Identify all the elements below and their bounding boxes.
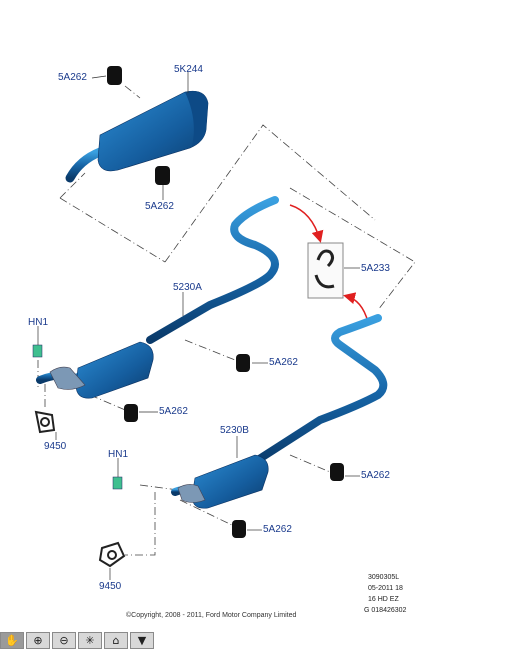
gasket-part: [34, 410, 126, 568]
callout-5k244: 5K244: [174, 64, 203, 75]
front-pipe-5230a-part: [36, 196, 279, 384]
callout-hn1: HN1: [108, 449, 129, 460]
zoom-out-icon[interactable]: ⊖: [52, 632, 76, 649]
viewer-toolbar: ✋ ⊕ ⊖ ✳ ⌂ ▼: [0, 632, 154, 650]
dropdown-icon[interactable]: ▼: [130, 632, 154, 649]
callout-5a262: 5A262: [269, 357, 298, 368]
callout-5a262: 5A262: [145, 201, 174, 212]
rubber-mount-part: [107, 66, 170, 185]
figure-version: 16 HD EZ: [368, 596, 399, 603]
callout-hn1: HN1: [28, 317, 49, 328]
callout-5a233: 5A233: [361, 263, 390, 274]
hn1-nut-part: [32, 344, 123, 490]
zoom-in-icon[interactable]: ⊕: [26, 632, 50, 649]
hanger-clip-part: [307, 242, 344, 299]
leader-lines: [37, 72, 360, 580]
pan-hand-icon[interactable]: ✋: [0, 632, 24, 649]
callout-5a262: 5A262: [159, 406, 188, 417]
fit-view-icon[interactable]: ✳: [78, 632, 102, 649]
rubber-mount-part: [124, 354, 250, 422]
callout-5a262: 5A262: [361, 470, 390, 481]
callout-5230b: 5230B: [220, 425, 249, 436]
home-icon[interactable]: ⌂: [104, 632, 128, 649]
figure-id: G 018426302: [364, 607, 407, 614]
front-pipe-5230b-part: [171, 314, 388, 496]
figure-code: 3090305L: [368, 574, 400, 581]
exhaust-system-diagram: [32, 66, 416, 580]
callout-9450: 9450: [99, 581, 122, 592]
callout-5a262: 5A262: [263, 524, 292, 535]
front-muffler-part: [49, 341, 154, 399]
callout-5a262: 5A262: [58, 72, 87, 83]
callout-9450: 9450: [44, 441, 67, 452]
red-arrow-top: [289, 204, 324, 243]
rear-muffler-part: [65, 90, 209, 183]
rear-front-muffler-part: [177, 454, 269, 509]
red-arrow-bottom: [343, 292, 369, 323]
assembly-boundary-lines: [37, 85, 416, 556]
callout-5230a: 5230A: [173, 282, 202, 293]
figure-date: 05-2011 18: [368, 585, 403, 592]
copyright-text: ©Copyright, 2008 - 2011, Ford Motor Comp…: [126, 612, 297, 619]
rubber-mount-part: [232, 463, 344, 538]
